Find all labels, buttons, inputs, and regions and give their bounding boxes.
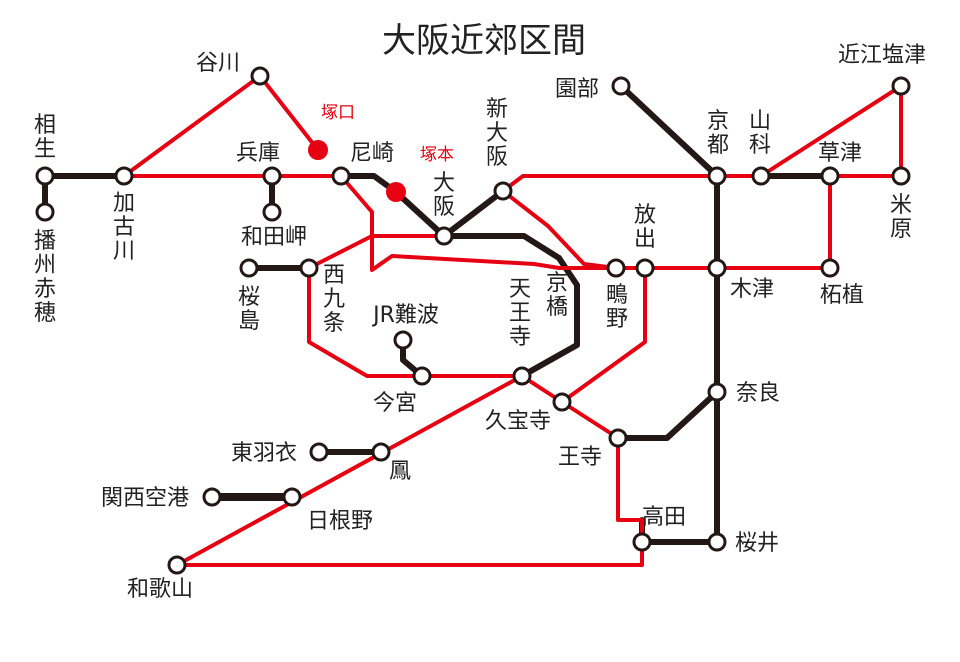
marker-tsukamoto[interactable] [386, 182, 406, 202]
station-higashi-hagoromo[interactable] [309, 442, 329, 462]
label-imamiya: 今宮 [373, 391, 417, 416]
highlight-markers [308, 140, 406, 202]
label-shigino: 鴫野 [606, 283, 628, 332]
station-kyoto[interactable] [707, 166, 727, 186]
station-imamiya[interactable] [412, 366, 432, 386]
label-tanigawa: 谷川 [196, 51, 240, 76]
station-otori[interactable] [371, 442, 391, 462]
line-kyobashi-tennoji [519, 255, 580, 379]
line-hanaten-kudaraji [560, 266, 647, 404]
line-takada-wakayama [175, 540, 644, 567]
label-hineno: 日根野 [307, 509, 373, 534]
label-kusatsu: 草津 [818, 141, 862, 166]
station-jr-namba[interactable] [393, 330, 413, 350]
label-sonobe: 園部 [555, 77, 599, 102]
station-tanigawa[interactable] [250, 66, 270, 86]
label-kyoto: 京都 [707, 109, 729, 158]
label-sakurajima: 桜島 [238, 285, 260, 334]
label-shin-osaka: 新大阪 [486, 97, 508, 170]
label-omi-shiotsu: 近江塩津 [838, 43, 926, 68]
station-sonobe[interactable] [611, 76, 631, 96]
line-kyoto-line [501, 174, 763, 193]
station-hanaten[interactable] [635, 258, 655, 278]
station-markers [35, 66, 911, 575]
station-yamashina[interactable] [751, 166, 771, 186]
line-amagasaki-osaka [338, 173, 447, 239]
label-oji: 王寺 [558, 445, 602, 470]
label-tennoji: 天王寺 [509, 277, 531, 350]
station-aioi[interactable] [35, 166, 55, 186]
marker-tsukaguchi[interactable] [308, 140, 328, 160]
label-kansai-airport: 関西空港 [101, 486, 189, 511]
label-kizu: 木津 [730, 277, 774, 302]
label-higashi-hagoromo: 東羽衣 [231, 441, 297, 466]
label-kyobashi: 京橋 [546, 271, 568, 320]
map-title: 大阪近郊区間 [382, 21, 586, 61]
label-tsukamoto: 塚本 [420, 145, 454, 165]
line-tennoji-wakayama [175, 374, 524, 567]
station-kizu[interactable] [707, 258, 727, 278]
label-aioi: 相生 [34, 113, 56, 162]
station-osaka[interactable] [434, 226, 454, 246]
label-takada: 高田 [642, 505, 686, 530]
label-tsukaguchi: 塚口 [321, 103, 355, 123]
station-kansai-airport[interactable] [202, 487, 222, 507]
station-shigino[interactable] [606, 258, 626, 278]
station-kakogawa[interactable] [114, 166, 134, 186]
station-takada[interactable] [632, 532, 652, 552]
station-hyogo[interactable] [262, 166, 282, 186]
label-wakayama: 和歌山 [127, 577, 193, 602]
station-tennoji[interactable] [512, 366, 532, 386]
station-amagasaki[interactable] [331, 166, 351, 186]
station-wakayama[interactable] [167, 555, 187, 575]
station-wadamisaki[interactable] [262, 202, 282, 222]
label-nishikujo: 西九条 [323, 263, 345, 336]
line-kakogawa-tanigawa [122, 74, 262, 178]
station-sakurai[interactable] [707, 532, 727, 552]
line-amagasaki-tozai-kyobashi [339, 174, 561, 272]
label-wadamisaki: 和田岬 [241, 225, 307, 250]
label-sakurai: 桜井 [735, 531, 779, 556]
station-maibara[interactable] [891, 166, 911, 186]
station-shin-osaka[interactable] [493, 181, 513, 201]
line-osaka-shin-osaka [441, 188, 506, 239]
label-kudaraji: 久宝寺 [485, 409, 551, 434]
station-nishikujo[interactable] [299, 258, 319, 278]
label-amagasaki: 尼崎 [350, 141, 394, 166]
label-nara: 奈良 [736, 381, 780, 406]
black-lines [42, 83, 833, 545]
station-sakurajima[interactable] [239, 258, 259, 278]
station-kudaraji[interactable] [552, 392, 572, 412]
line-sonobe-kyoto [618, 83, 720, 179]
label-yamashina: 山科 [749, 109, 771, 158]
line-oji-takada-red [616, 436, 644, 544]
label-otori: 鳳 [389, 459, 411, 484]
station-hineno[interactable] [282, 487, 302, 507]
label-banshu-ako: 播州赤穂 [34, 229, 56, 326]
line-tanigawa-tsukaguchi [258, 74, 320, 152]
station-labels: 谷川 兵庫 尼崎 和田岬 JR難波 今宮 園部 近江塩津 草津 木津 柘植 奈良… [34, 43, 926, 602]
station-omi-shiotsu[interactable] [891, 76, 911, 96]
line-osaka-kyobashi [441, 233, 562, 261]
line-osaka-loop-west [307, 234, 524, 378]
station-nara[interactable] [707, 382, 727, 402]
label-kakogawa: 加古川 [113, 191, 135, 264]
station-banshu-ako[interactable] [35, 202, 55, 222]
label-hyogo: 兵庫 [236, 141, 280, 166]
label-hanaten: 放出 [634, 203, 656, 252]
label-tsuge: 柘植 [820, 283, 864, 308]
station-tsuge[interactable] [820, 258, 840, 278]
label-maibara: 米原 [890, 193, 912, 242]
label-osaka: 大阪 [433, 171, 455, 220]
line-nara-oji [615, 389, 720, 441]
station-kusatsu[interactable] [820, 166, 840, 186]
station-oji[interactable] [608, 428, 628, 448]
label-jr-namba: JR難波 [371, 303, 439, 328]
